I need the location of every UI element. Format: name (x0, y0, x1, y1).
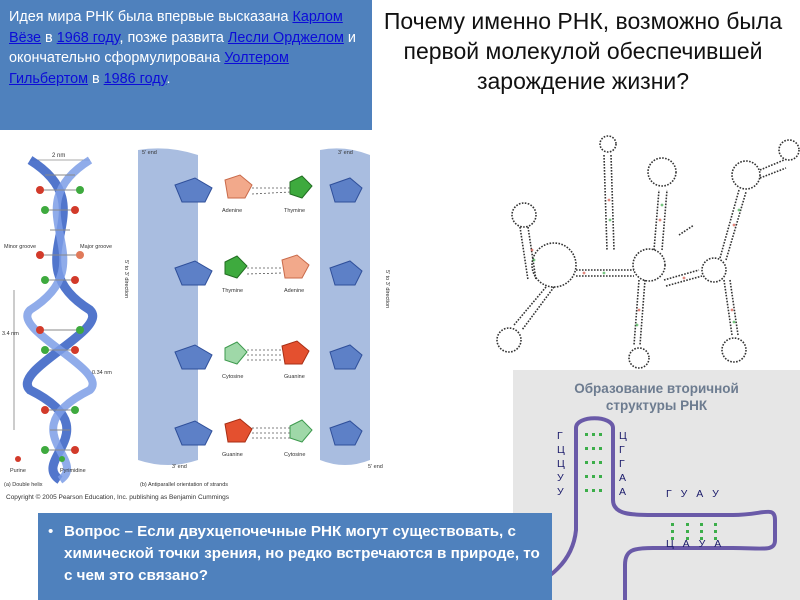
nucleotide-label: Г (557, 430, 563, 442)
bullet-marker: • (48, 523, 54, 540)
three-end-top-label: 3' end (338, 150, 353, 156)
nucleotide-label: Ц (619, 430, 627, 442)
info-text: , позже развита (119, 29, 228, 46)
pitch-label: 3.4 nm (2, 331, 19, 337)
caption-antiparallel: (b) Antiparallel orientation of strands (140, 482, 228, 488)
formation-title-line: структуры РНК (605, 398, 708, 413)
nucleotide-label: Г (619, 444, 625, 456)
direction-left-label: 5' to 3' direction (123, 260, 129, 298)
direction-right-label: 5' to 3' direction (384, 270, 390, 308)
history-info-box: Идея мира РНК была впервые высказана Кар… (0, 0, 372, 130)
info-text: . (166, 70, 171, 87)
antiparallel-strands-panel: 5' end 3' end 3' end 5' end 5' to 3' dir… (123, 148, 390, 488)
width-label: 2 nm (52, 153, 65, 159)
nucleotide-label: А (619, 472, 627, 484)
base-label-cytosine: Cytosine (222, 374, 243, 380)
base-label-adenine: Adenine (222, 208, 242, 214)
nucleotide-label: Ц (557, 444, 565, 456)
five-end-bottom-label: 5' end (368, 464, 383, 470)
info-text: в (88, 70, 104, 87)
minor-groove-label: Minor groove (4, 244, 36, 250)
major-groove-label: Major groove (80, 244, 112, 250)
rise-label: 0.34 nm (92, 370, 112, 376)
nucleotide-label: У (557, 486, 564, 498)
top-strand-label: Г У А У (666, 488, 722, 500)
base-label-thymine: Thymine (222, 288, 243, 294)
figure-copyright: Copyright © 2005 Pearson Education, Inc.… (6, 494, 230, 501)
base-label-guanine: Guanine (284, 374, 305, 380)
dna-structure-figure: 2 nm Minor g (2, 148, 390, 488)
five-end-top-label: 5' end (142, 150, 157, 156)
base-label-thymine: Thymine (284, 208, 305, 214)
link-karl-woese[interactable]: Карлом Вёзе (9, 9, 343, 46)
three-end-bottom-label: 3' end (172, 464, 187, 470)
formation-title-line: Образование вторичной (574, 381, 739, 396)
info-text: Идея мира РНК была впервые высказана (9, 9, 293, 25)
base-label-adenine: Adenine (284, 288, 304, 294)
pyrimidine-label: Pyrimidine (60, 468, 86, 474)
link-year-1986[interactable]: 1986 году (103, 70, 167, 87)
question-text: Вопрос – Если двухцепочечные РНК могут с… (64, 523, 540, 584)
double-helix-panel: 2 nm Minor g (2, 153, 112, 488)
question-box: • Вопрос – Если двухцепочечные РНК могут… (38, 513, 552, 600)
base-label-guanine: Guanine (222, 452, 243, 458)
nucleotide-label: А (619, 486, 627, 498)
info-text: и окончательно сформулирована (9, 29, 356, 67)
nucleotide-label: Ц (557, 458, 565, 470)
base-label-cytosine: Cytosine (284, 452, 305, 458)
rna-secondary-structure-formation-panel: Образование вторичной структуры РНК Г Ц … (513, 370, 800, 600)
nucleotide-label: Г (619, 458, 625, 470)
rna-secondary-structure-diagram (496, 135, 800, 369)
link-walter-gilbert[interactable]: Уолтером Гильбертом (9, 50, 289, 87)
info-text: в (41, 29, 57, 46)
caption-double-helix: (a) Double helix (4, 482, 43, 488)
link-year-1968[interactable]: 1968 году (56, 29, 120, 46)
rna-strand-diagram (513, 416, 777, 600)
slide-title: Почему именно РНК, возможно была первой … (383, 8, 783, 94)
bottom-strand-label: Ц А У А (666, 538, 725, 550)
nucleotide-label: У (557, 472, 564, 484)
formation-title: Образование вторичной структуры РНК (513, 380, 800, 414)
link-leslie-orgel[interactable]: Лесли Орджелом (227, 29, 344, 46)
purine-label: Purine (10, 468, 26, 474)
